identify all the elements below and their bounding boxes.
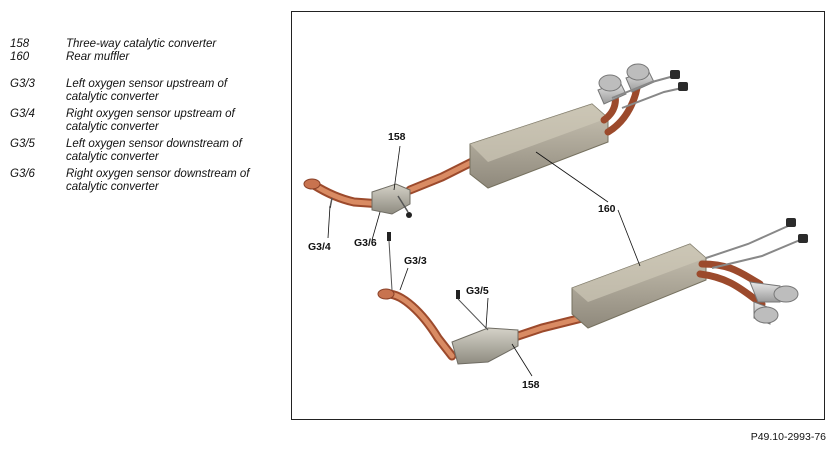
exhaust-diagram: 158 160 G3/4 G3/6 G3/3 G3/5 158 <box>303 63 808 391</box>
lower-exhaust-tip-1 <box>749 281 781 303</box>
upper-catalytic-converter <box>371 183 411 215</box>
leader-g3-6 <box>371 211 381 241</box>
leader-160-upper <box>535 151 609 203</box>
upper-exhaust-assembly <box>303 63 688 218</box>
lower-exhaust-tip-1-end <box>773 285 799 303</box>
callout-158-top: 158 <box>388 131 406 143</box>
callout-g3-4: G3/4 <box>308 241 331 253</box>
lower-hanger-rod-2 <box>711 239 801 269</box>
diagram-frame: 158 160 G3/4 G3/6 G3/3 G3/5 158 <box>291 11 825 420</box>
leader-g3-4 <box>327 205 331 239</box>
legend-item-g3-3: G3/3 Left oxygen sensor upstream of cata… <box>10 78 260 104</box>
lower-inlet-pipe-highlight <box>385 291 455 359</box>
lower-rubber-hanger-2 <box>798 234 808 243</box>
callout-g3-5: G3/5 <box>466 285 489 297</box>
legend-gap <box>10 64 280 78</box>
g3-6-sensor <box>406 212 412 218</box>
upper-exhaust-tip-2-end <box>626 63 650 81</box>
leader-158-top <box>393 145 401 191</box>
upper-hanger-rod-2 <box>621 87 683 109</box>
callout-g3-6: G3/6 <box>354 237 377 249</box>
legend-code: G3/3 <box>10 78 35 90</box>
leader-158-bottom <box>511 343 533 377</box>
lower-exhaust-tip-2-end <box>753 306 779 324</box>
leader-160-lower <box>617 209 641 267</box>
legend-text: Right oxygen sensor upstream of catalyti… <box>66 108 235 133</box>
legend-item-160: 160 Rear muffler <box>10 51 280 64</box>
lower-exhaust-assembly <box>377 218 808 365</box>
legend-item-g3-5: G3/5 Left oxygen sensor downstream of ca… <box>10 138 260 164</box>
g3-6-sensor-lead <box>397 195 409 213</box>
lower-inlet-flange <box>377 288 395 300</box>
g3-5-sensor-lead <box>457 298 489 331</box>
lower-muffler-top-face <box>572 244 706 302</box>
g3-5-sensor <box>456 290 460 299</box>
upper-rubber-hanger-2 <box>678 82 688 91</box>
upper-inlet-flange <box>303 178 321 190</box>
lower-rubber-hanger-1 <box>786 218 796 227</box>
legend-item-g3-4: G3/4 Right oxygen sensor upstream of cat… <box>10 108 260 134</box>
leader-g3-5 <box>485 297 489 329</box>
upper-rubber-hanger-1 <box>670 70 680 79</box>
leader-lines <box>327 145 641 377</box>
legend-item-158: 158 Three-way catalytic converter <box>10 38 280 51</box>
legend-code: G3/4 <box>10 108 35 120</box>
upper-hanger-rod-1 <box>611 75 675 99</box>
legend-code: 160 <box>10 51 30 63</box>
lower-tailpipe-1 <box>698 260 764 288</box>
figure-reference: P49.10-2993-76 <box>750 431 826 443</box>
legend-code: G3/6 <box>10 168 35 180</box>
legend-text: Left oxygen sensor upstream of catalytic… <box>66 78 228 103</box>
leader-g3-3 <box>399 267 409 291</box>
callout-g3-3: G3/3 <box>404 255 427 267</box>
legend-item-g3-6: G3/6 Right oxygen sensor downstream of c… <box>10 168 260 194</box>
legend-text: Left oxygen sensor downstream of catalyt… <box>66 138 242 163</box>
upper-mid-pipe-highlight <box>407 159 475 193</box>
g3-3-sensor <box>387 232 391 241</box>
upper-exhaust-tip-1-end <box>598 74 622 92</box>
callout-158-bottom: 158 <box>522 379 540 391</box>
legend-text: Right oxygen sensor downstream of cataly… <box>66 168 250 193</box>
callout-160: 160 <box>598 203 616 215</box>
legend-text: Three-way catalytic converter <box>66 38 217 50</box>
legend-text: Rear muffler <box>66 51 130 63</box>
legend-code: G3/5 <box>10 138 35 150</box>
lower-hanger-rod-1 <box>705 225 789 259</box>
legend: 158 Three-way catalytic converter 160 Re… <box>10 38 280 194</box>
legend-code: 158 <box>10 38 30 50</box>
upper-muffler-top-face <box>470 104 608 162</box>
g3-3-sensor-lead <box>388 240 393 291</box>
lower-mid-pipe-highlight <box>509 315 585 341</box>
lower-catalytic-converter <box>451 327 519 365</box>
